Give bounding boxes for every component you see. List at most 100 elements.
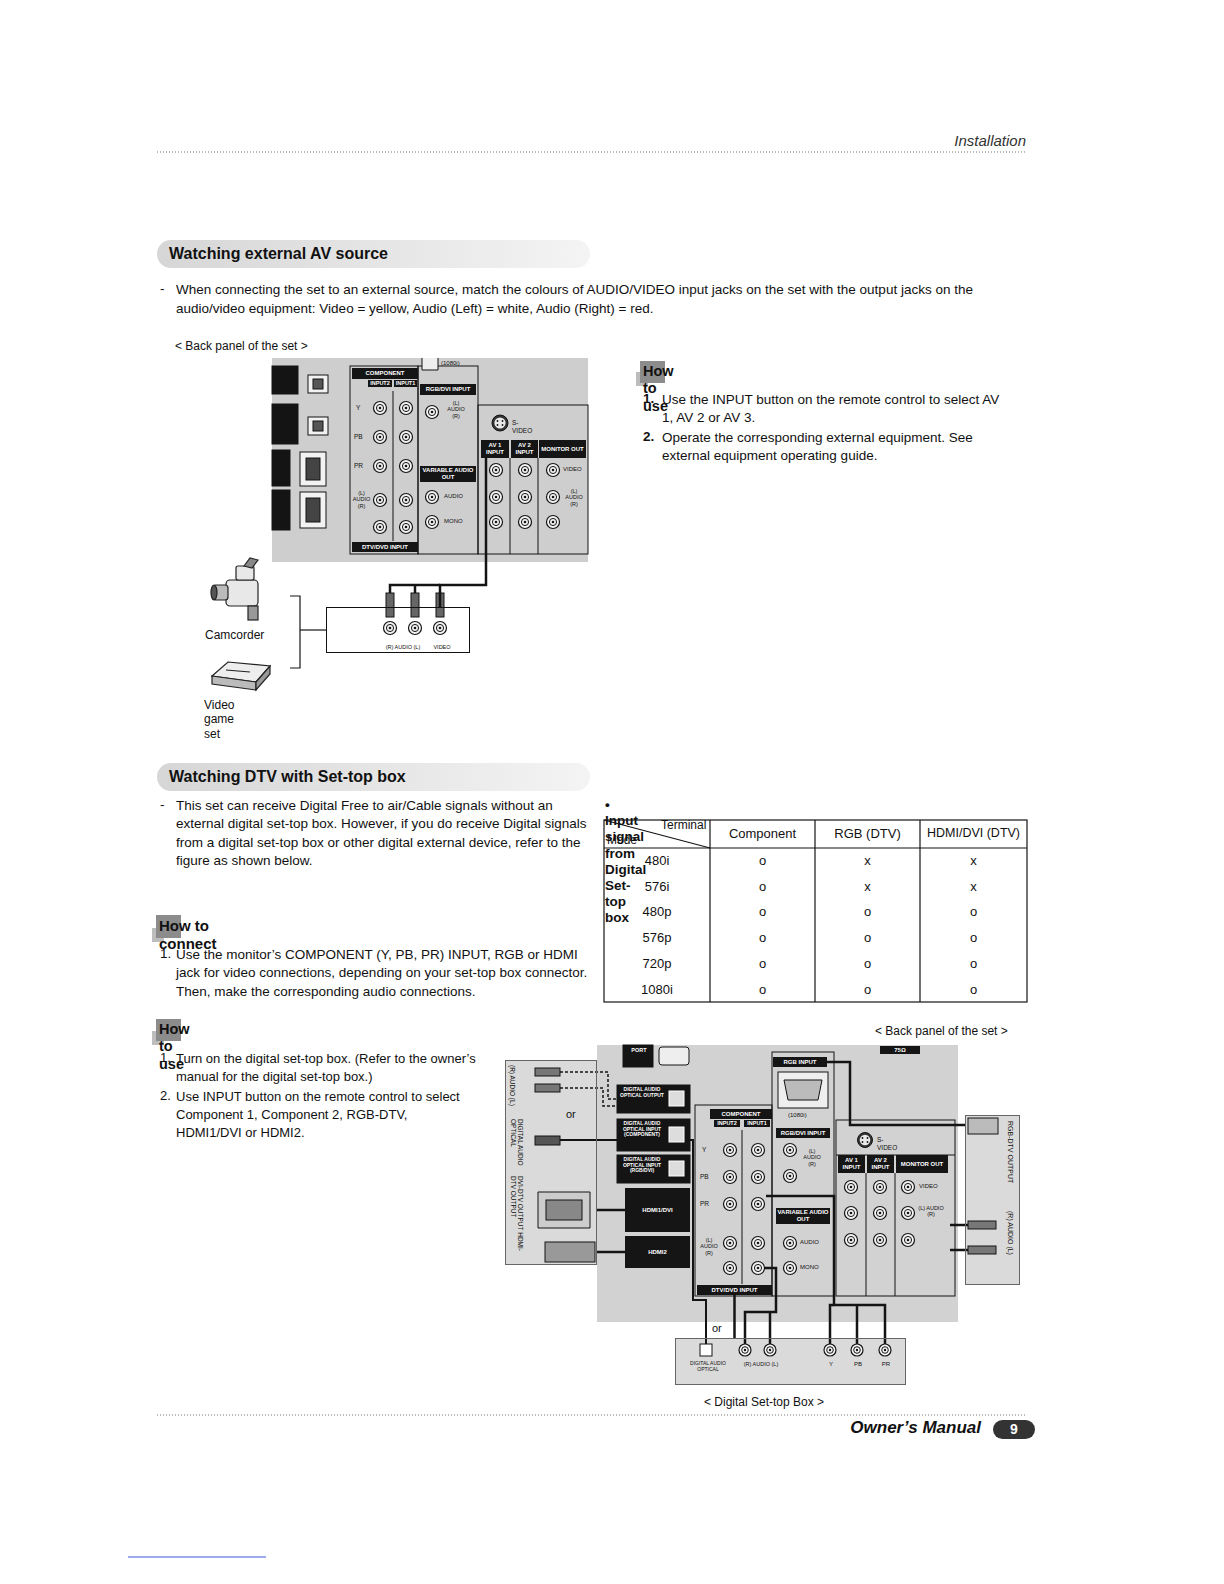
- back-panel-drawing: [659, 1047, 689, 1065]
- page-number-badge: [993, 1420, 1035, 1439]
- back-panel-drawing: [393, 391, 394, 541]
- node-text: < Back panel of the set >: [175, 340, 345, 354]
- rca-jack: [524, 521, 527, 524]
- rca-jack: [495, 521, 498, 524]
- rca-jack: [789, 1242, 792, 1245]
- jack-group-label: MONITOR OUT: [896, 1155, 948, 1173]
- rca-jack: [847, 1183, 854, 1190]
- rca-jack: [724, 1237, 737, 1250]
- rca-jack: [384, 622, 397, 635]
- rca-jack: [876, 1183, 883, 1190]
- rca-jack: [874, 1207, 887, 1220]
- back-panel-drawing: [422, 358, 438, 370]
- rca-jack: [874, 1207, 887, 1220]
- node-text: < Digital Set-top Box >: [694, 1396, 834, 1410]
- rca-jack: [724, 1171, 737, 1184]
- back-panel-drawing: [617, 1119, 690, 1151]
- rca-jack: [426, 491, 439, 504]
- back-panel-drawing: [300, 452, 326, 486]
- rca-jack: [902, 1234, 915, 1247]
- table-cell: o: [920, 904, 1027, 920]
- rca-jack: [784, 1237, 797, 1250]
- rca-jack: [426, 516, 439, 529]
- rca-jack: [876, 1236, 883, 1243]
- rca-jack: [786, 1239, 793, 1246]
- rca-jack: [547, 516, 560, 529]
- back-panel-drawing: [272, 450, 290, 486]
- rca-jack: [428, 493, 435, 500]
- bullet-dash: -: [160, 797, 165, 813]
- rca-jack: [376, 433, 383, 440]
- rca-jack: [786, 1146, 793, 1153]
- cable: [766, 1196, 885, 1344]
- node-text: VARIABLE AUDIO OUT: [777, 1209, 829, 1222]
- rca-jack: [428, 408, 435, 415]
- rca-jack: [402, 404, 409, 411]
- section-heading: Watching external AV source: [169, 245, 388, 263]
- rca-jack: [879, 1344, 891, 1356]
- rca-jack: [379, 407, 382, 410]
- rca-jack: [757, 1203, 760, 1206]
- rca-jack: [845, 1207, 858, 1220]
- bracket: [290, 596, 326, 668]
- rca-jack: [405, 499, 408, 502]
- set-top-box-drawing: [505, 1060, 597, 1265]
- s-video-jack: [494, 417, 505, 428]
- rca-jack: [490, 516, 503, 529]
- node-text: VIDEO: [431, 644, 453, 650]
- node-text: DTV/DVD INPUT: [711, 1287, 757, 1294]
- table-header: Mode: [607, 833, 637, 847]
- running-head: Installation: [905, 132, 1026, 150]
- rca-jack: [874, 1181, 887, 1194]
- jack-group-label: DTV/DVD INPUT: [352, 542, 418, 552]
- rca-jack: [379, 436, 382, 439]
- rca-jack: [902, 1207, 915, 1220]
- rca-jack: [724, 1262, 737, 1275]
- rule-line: [157, 1415, 1027, 1416]
- table-header: Terminal: [661, 818, 706, 832]
- port-label: PORT: [627, 1047, 651, 1054]
- rca-jack: [767, 1347, 774, 1354]
- back-panel-drawing: [836, 1120, 955, 1296]
- jack-label: Y: [702, 1146, 706, 1154]
- rca-jack: [904, 1209, 911, 1216]
- jack-group-label: VARIABLE AUDIO OUT: [420, 466, 476, 482]
- rca-jack: [829, 1349, 831, 1351]
- rca-jack: [904, 1183, 911, 1190]
- camcorder-icon: [244, 558, 258, 568]
- rca-jack: [784, 1170, 797, 1183]
- rca-jack: [879, 1186, 882, 1189]
- table-title: • Input signal from Digital Set-top box: [605, 797, 646, 927]
- page-number: 9: [993, 1420, 1035, 1438]
- node-text: PR: [880, 1361, 892, 1368]
- rca-jack: [786, 1172, 793, 1179]
- cable: [390, 585, 440, 593]
- game-console-icon: [212, 662, 270, 690]
- connector-note: or: [712, 1322, 722, 1335]
- table-cell: o: [815, 982, 920, 998]
- jack-label: MONO: [800, 1264, 819, 1271]
- node-text: DIGITAL AUDIO OPTICAL: [509, 1119, 524, 1169]
- s-video-jack: [858, 1133, 873, 1148]
- set-top-box-side-panel: (R) AUDIO (L)DIGITAL AUDIO OPTICALDVI-DT…: [505, 1060, 597, 1265]
- rca-jack: [405, 407, 408, 410]
- s-video-jack: [862, 1141, 864, 1143]
- rca-jack: [879, 1212, 882, 1215]
- back-panel-drawing: [272, 404, 298, 444]
- back-panel-drawing: [306, 458, 320, 480]
- jack-column-label: INPUT2: [714, 1120, 740, 1127]
- table-cell: 480i: [604, 853, 710, 869]
- rca-jack: [856, 1349, 858, 1351]
- table-header: Component: [710, 826, 815, 842]
- rca-jack: [409, 622, 422, 635]
- rca-jack: [552, 496, 555, 499]
- step-text: Turn on the digital set-top box. (Refer …: [176, 1050, 476, 1086]
- back-panel-drawing: [623, 1045, 653, 1067]
- rca-jack: [824, 1344, 836, 1356]
- back-panel-drawing: [418, 366, 478, 554]
- rca-jack: [726, 1146, 733, 1153]
- s-video-jack: [497, 420, 499, 422]
- rca-jack: [902, 1181, 915, 1194]
- rca-jack: [400, 460, 413, 473]
- rca-jack: [754, 1173, 761, 1180]
